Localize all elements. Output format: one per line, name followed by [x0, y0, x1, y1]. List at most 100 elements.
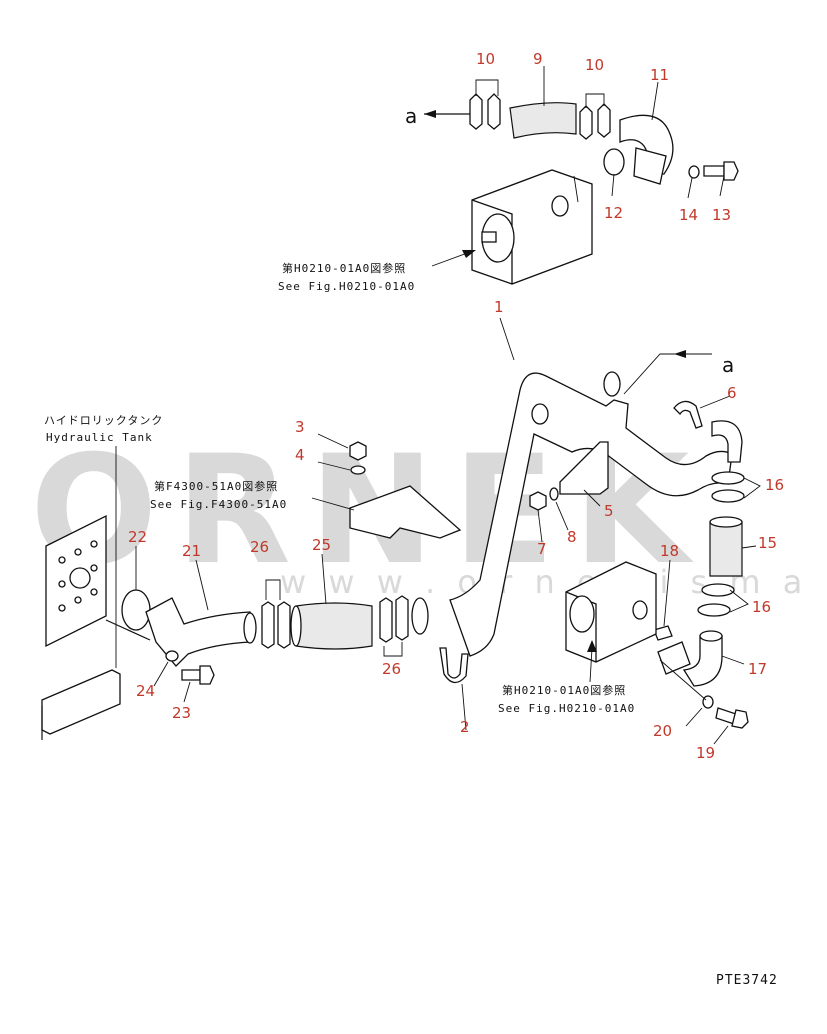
pump-right-port: [632, 600, 648, 620]
ref-top-ja: 第H0210-01A0図参照: [282, 261, 406, 275]
label-18: 18: [660, 542, 679, 560]
lead-24: [153, 661, 169, 687]
tank-side-line: [105, 619, 151, 641]
washer-4: [350, 465, 366, 475]
hose-15: [709, 521, 743, 577]
label-15: 15: [758, 534, 777, 552]
clamp-16b: [711, 489, 745, 503]
tank-bracket: [41, 669, 121, 735]
pipe-1-joint: [603, 371, 621, 397]
lead-20: [685, 707, 703, 727]
ref-right-ja: 第H0210-01A0図参照: [502, 683, 626, 697]
lead-16-bottom: [729, 589, 749, 613]
ref-top-en: See Fig.H0210-01A0: [278, 280, 415, 293]
label-26b: 26: [382, 660, 401, 678]
lead-10-left: [475, 79, 499, 96]
washer-8: [549, 487, 559, 501]
tank-label-en: Hydraulic Tank: [46, 431, 153, 444]
elbow-21: [145, 597, 251, 667]
lead-3: [317, 433, 349, 449]
ref-mid-ja: 第F4300-51A0図参照: [154, 479, 278, 493]
label-16a: 16: [765, 476, 784, 494]
pipe-1-end: [711, 420, 743, 463]
ubolt-6: [673, 400, 703, 429]
washer-14: [688, 165, 700, 179]
label-21: 21: [182, 542, 201, 560]
elbow-17: [682, 635, 723, 687]
ref-right-en: See Fig.H0210-01A0: [498, 702, 635, 715]
lead-21: [195, 559, 209, 611]
lead-ref-top: [431, 251, 471, 267]
arrow-mark-a-right: a: [722, 353, 734, 377]
lead-ref-mid: [311, 497, 355, 511]
clamp-16a: [711, 471, 745, 485]
drawing-code: PTE3742: [716, 973, 778, 988]
label-17: 17: [748, 660, 767, 678]
clamp-10b: [487, 93, 501, 130]
lead-18: [663, 559, 671, 627]
bolt-13-shank: [703, 165, 725, 177]
lead-13: [719, 175, 725, 197]
clamp-10c: [579, 105, 593, 140]
lead-23: [183, 681, 191, 703]
lead-26-right: [383, 642, 403, 657]
label-26a: 26: [250, 538, 269, 556]
label-3: 3: [295, 418, 305, 436]
lead-5: [583, 489, 601, 507]
elbow-17-top: [699, 630, 723, 642]
label-10b: 10: [585, 56, 604, 74]
tank-plate-holes: [58, 540, 98, 612]
elbow-21-end: [243, 612, 257, 644]
gasket-22: [121, 589, 151, 631]
lead-flange-washer: [659, 659, 707, 701]
lead-7: [537, 509, 543, 543]
pipe-end-left: [411, 597, 429, 635]
gasket-12: [603, 148, 625, 176]
label-1: 1: [494, 298, 504, 316]
washer-24: [165, 650, 179, 662]
elbow-17-flange: [657, 641, 691, 675]
bolt-13-head: [723, 161, 739, 181]
bracket-mid: [349, 485, 462, 539]
label-20: 20: [653, 722, 672, 740]
hose-9: [509, 102, 577, 139]
pump-top-line: [573, 175, 579, 203]
arrow-a-top-head: [424, 110, 436, 118]
clamp-26c: [379, 597, 393, 643]
bolt-19-head: [731, 709, 749, 729]
label-11: 11: [650, 66, 669, 84]
clamp-16d: [697, 603, 731, 617]
label-12: 12: [604, 204, 623, 222]
hose-15-top: [709, 516, 743, 528]
clamp-26b: [277, 601, 291, 649]
arrow-mark-a-top: a: [405, 104, 417, 128]
label-23: 23: [172, 704, 191, 722]
lead-10-right: [585, 93, 605, 108]
label-8: 8: [567, 528, 577, 546]
label-24: 24: [136, 682, 155, 700]
clamp-26a: [261, 601, 275, 649]
label-13: 13: [712, 206, 731, 224]
nut-3: [349, 441, 367, 461]
clamp-16c: [701, 583, 735, 597]
pump-top-port: [551, 195, 569, 217]
clamp-10d: [597, 103, 611, 138]
label-25: 25: [312, 536, 331, 554]
nut-7: [529, 491, 547, 511]
lead-26-left: [265, 579, 281, 600]
elbow-11-flange: [633, 147, 667, 185]
label-2: 2: [460, 718, 470, 736]
pipe-1-stub: [531, 403, 549, 425]
label-7: 7: [537, 540, 547, 558]
arrow-a-right-line: [623, 353, 712, 395]
pump-right-flange: [569, 595, 595, 633]
bolt-23-shank: [181, 669, 201, 681]
label-5: 5: [604, 502, 614, 520]
lead-1: [499, 317, 515, 361]
label-19: 19: [696, 744, 715, 762]
label-16b: 16: [752, 598, 771, 616]
lead-15: [741, 545, 757, 549]
lead-16-top: [743, 477, 761, 499]
arrow-a-right-head: [674, 350, 686, 358]
